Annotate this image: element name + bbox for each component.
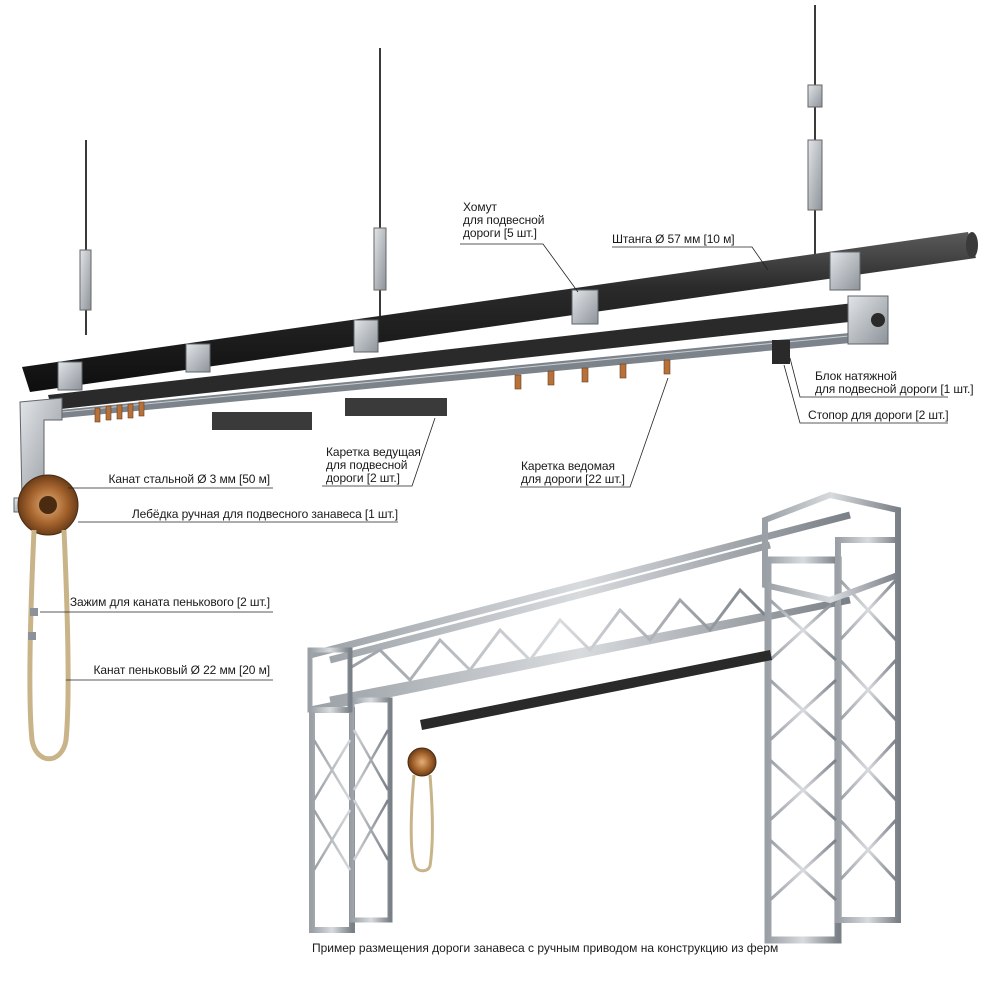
label-clamp: Хомут для подвесной дороги [5 шт.] [463, 200, 545, 240]
truss-structure [307, 491, 901, 944]
label-drive-carriage: Каретка ведущая для подвесной дороги [2 … [326, 445, 421, 485]
label-hemp-clamp: Зажим для каната пенькового [2 шт.] [69, 595, 270, 609]
driven-carriages [94, 359, 671, 423]
label-tension-block: Блок натяжной для подвесной дороги [1 шт… [815, 369, 974, 396]
label-steel-rope: Канат стальной Ø 3 мм [50 м] [108, 472, 271, 486]
label-hemp-rope: Канат пеньковый Ø 22 мм [20 м] [93, 663, 271, 677]
hemp-rope [27, 529, 71, 762]
label-driven-carriage: Каретка ведомая для дороги [22 шт.] [521, 459, 625, 486]
drive-carriage-left [212, 412, 312, 430]
drive-carriage-right [345, 398, 447, 416]
truss-track [420, 650, 772, 730]
caption: Пример размещения дороги занавеса с ручн… [312, 941, 779, 955]
pipe-57mm [22, 232, 976, 392]
turnbuckle-right [807, 139, 823, 211]
label-stopper: Стопор для дороги [2 шт.] [808, 408, 949, 422]
track-rail [60, 330, 882, 418]
turnbuckle-left [79, 249, 92, 311]
label-winch: Лебёдка ручная для подвесного занавеса [… [131, 507, 398, 521]
truss-winch-pulley [407, 747, 437, 777]
stopper-right [772, 340, 790, 364]
turnbuckle-middle [373, 227, 387, 291]
pipe-clamps [57, 251, 861, 391]
track-beam [48, 300, 885, 410]
leader-lines [40, 243, 948, 681]
label-pipe: Штанга Ø 57 мм [10 м] [612, 232, 735, 246]
